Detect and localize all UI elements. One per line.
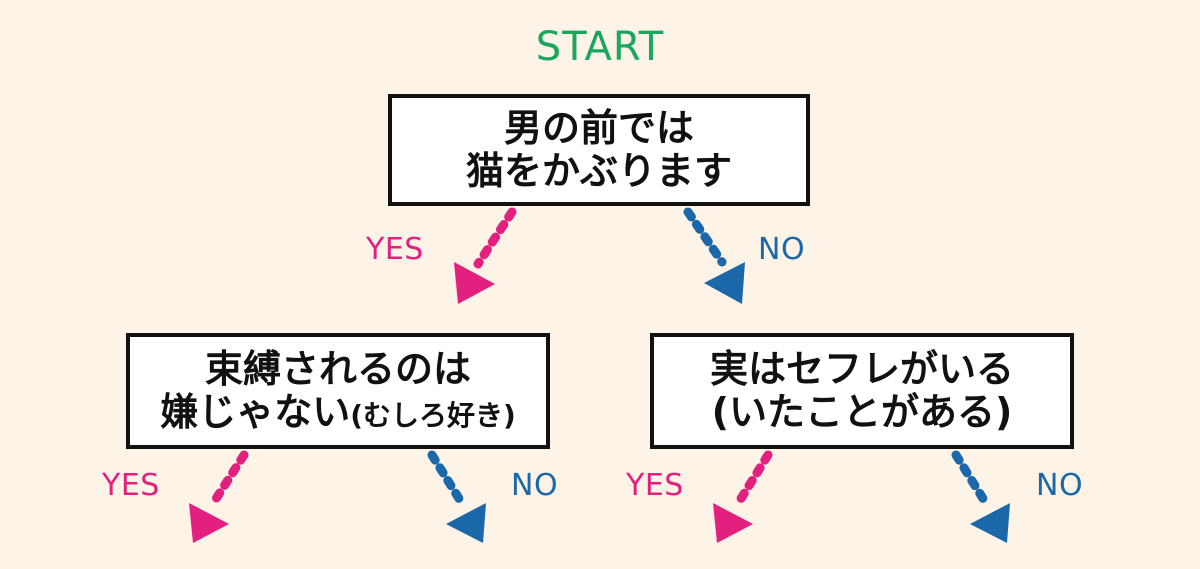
question-right-line-1: 実はセフレがいる bbox=[709, 347, 1014, 392]
question-root-line-1: 男の前では bbox=[503, 106, 694, 151]
question-left-line-2-main: 嫌じゃない bbox=[160, 390, 351, 434]
arrow-root-no bbox=[683, 207, 745, 304]
question-root-line-2: 猫をかぶります bbox=[465, 149, 732, 193]
arrow-right-no bbox=[951, 450, 1010, 543]
edge-label-right-yes: YES bbox=[626, 468, 684, 503]
question-left-line-2: 嫌じゃない(むしろ好き) bbox=[160, 391, 516, 434]
edge-label-left-no: NO bbox=[511, 468, 559, 503]
edge-label-right-no: NO bbox=[1036, 468, 1084, 503]
arrow-left-no bbox=[427, 450, 486, 543]
edge-label-root-yes: YES bbox=[366, 232, 424, 267]
arrow-root-yes bbox=[454, 207, 517, 304]
question-box-root: 男の前では 猫をかぶります bbox=[388, 94, 810, 206]
question-right-line-2: (いたことがある) bbox=[711, 390, 1013, 434]
arrow-left-yes bbox=[189, 450, 249, 543]
edge-label-left-yes: YES bbox=[102, 468, 160, 503]
arrow-right-yes bbox=[713, 450, 773, 543]
edge-label-root-no: NO bbox=[758, 232, 806, 267]
question-box-right: 実はセフレがいる (いたことがある) bbox=[650, 333, 1074, 449]
question-left-line-2-note: (むしろ好き) bbox=[350, 399, 516, 432]
question-left-line-1: 束縛されるのは bbox=[204, 347, 471, 392]
question-box-left: 束縛されるのは 嫌じゃない(むしろ好き) bbox=[126, 333, 550, 449]
start-label: START bbox=[535, 24, 665, 70]
